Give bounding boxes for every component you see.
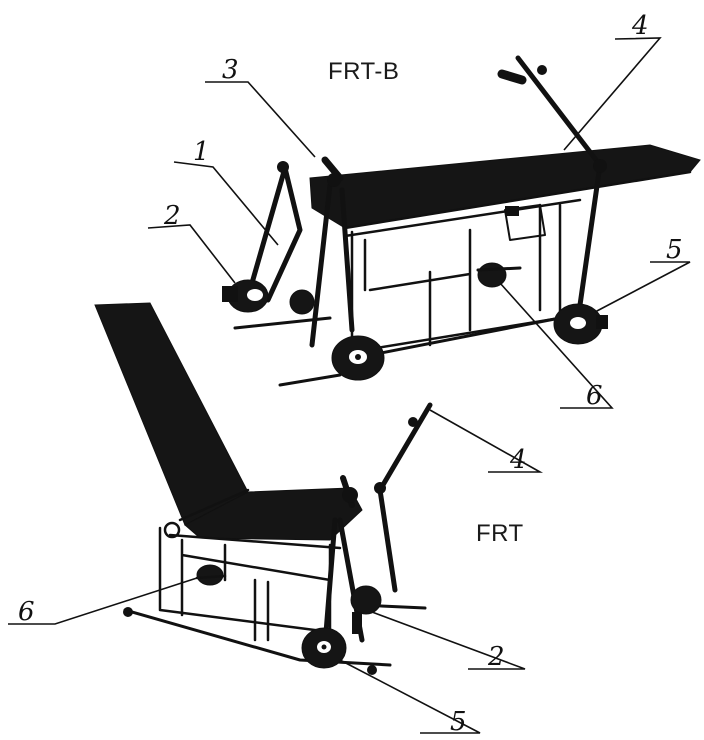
frt-arm-4-clamp [374, 482, 386, 494]
frt-crank-2 [350, 585, 382, 634]
frt-b-arm-4-tip [537, 65, 547, 75]
callout-bottom-2: 2 [487, 642, 505, 672]
callout-top-1: 1 [193, 137, 210, 167]
callout-bottom-4: 4 [509, 445, 527, 475]
frt-arm-4-tip [408, 417, 418, 427]
model-label-frt: FRT [476, 520, 524, 547]
frt-b-machine [222, 55, 701, 387]
callout-top-5: 5 [666, 235, 683, 265]
frt-b-bracket-knob [505, 206, 519, 216]
frt-b-front-wheel [331, 335, 385, 381]
frt-wheel-5 [301, 627, 347, 669]
frt-b-arm-4-grip [497, 69, 527, 85]
callout-top-6: 6 [586, 381, 603, 411]
frt-b-base [233, 316, 562, 387]
frt-foot-left [123, 607, 133, 617]
model-label-frt-b: FRT-B [328, 58, 400, 85]
frt-b-arm-1-pivot [277, 161, 289, 173]
frt-knob-6 [195, 564, 227, 586]
frt-arm-4 [377, 402, 433, 593]
frt-backrest [94, 302, 249, 526]
frt-b-frame [343, 203, 562, 362]
frt-b-arm-3-knob [327, 173, 341, 187]
frt-hinge [163, 521, 181, 539]
frt-b-arm-3 [309, 182, 355, 348]
callout-bottom-6: 6 [18, 597, 35, 627]
callout-bottom-5: 5 [450, 707, 467, 737]
frt-b-wheel-5 [553, 303, 608, 345]
callout-top-2: 2 [163, 201, 181, 231]
frt-frame [158, 526, 332, 642]
frt-arm-knob [342, 487, 358, 503]
leader-lines [8, 37, 691, 734]
frt-base [123, 603, 427, 667]
frt-b-arm-1 [247, 165, 303, 303]
callout-top-4: 4 [631, 11, 649, 41]
frt-b-arm-4-clamp [593, 159, 607, 173]
callout-numbers: 1 2 3 4 5 6 4 6 2 5 [18, 11, 683, 737]
frt-b-pedal-hub [289, 289, 315, 315]
frt-machine [94, 302, 433, 675]
frt-foot-right [367, 665, 377, 675]
frt-seat-rail [168, 488, 342, 550]
frt-b-bracket [504, 204, 546, 241]
callout-top-3: 3 [222, 55, 239, 85]
frt-b-tension-knob-6 [476, 262, 522, 288]
frt-b-crank-wheel-2 [222, 279, 269, 313]
